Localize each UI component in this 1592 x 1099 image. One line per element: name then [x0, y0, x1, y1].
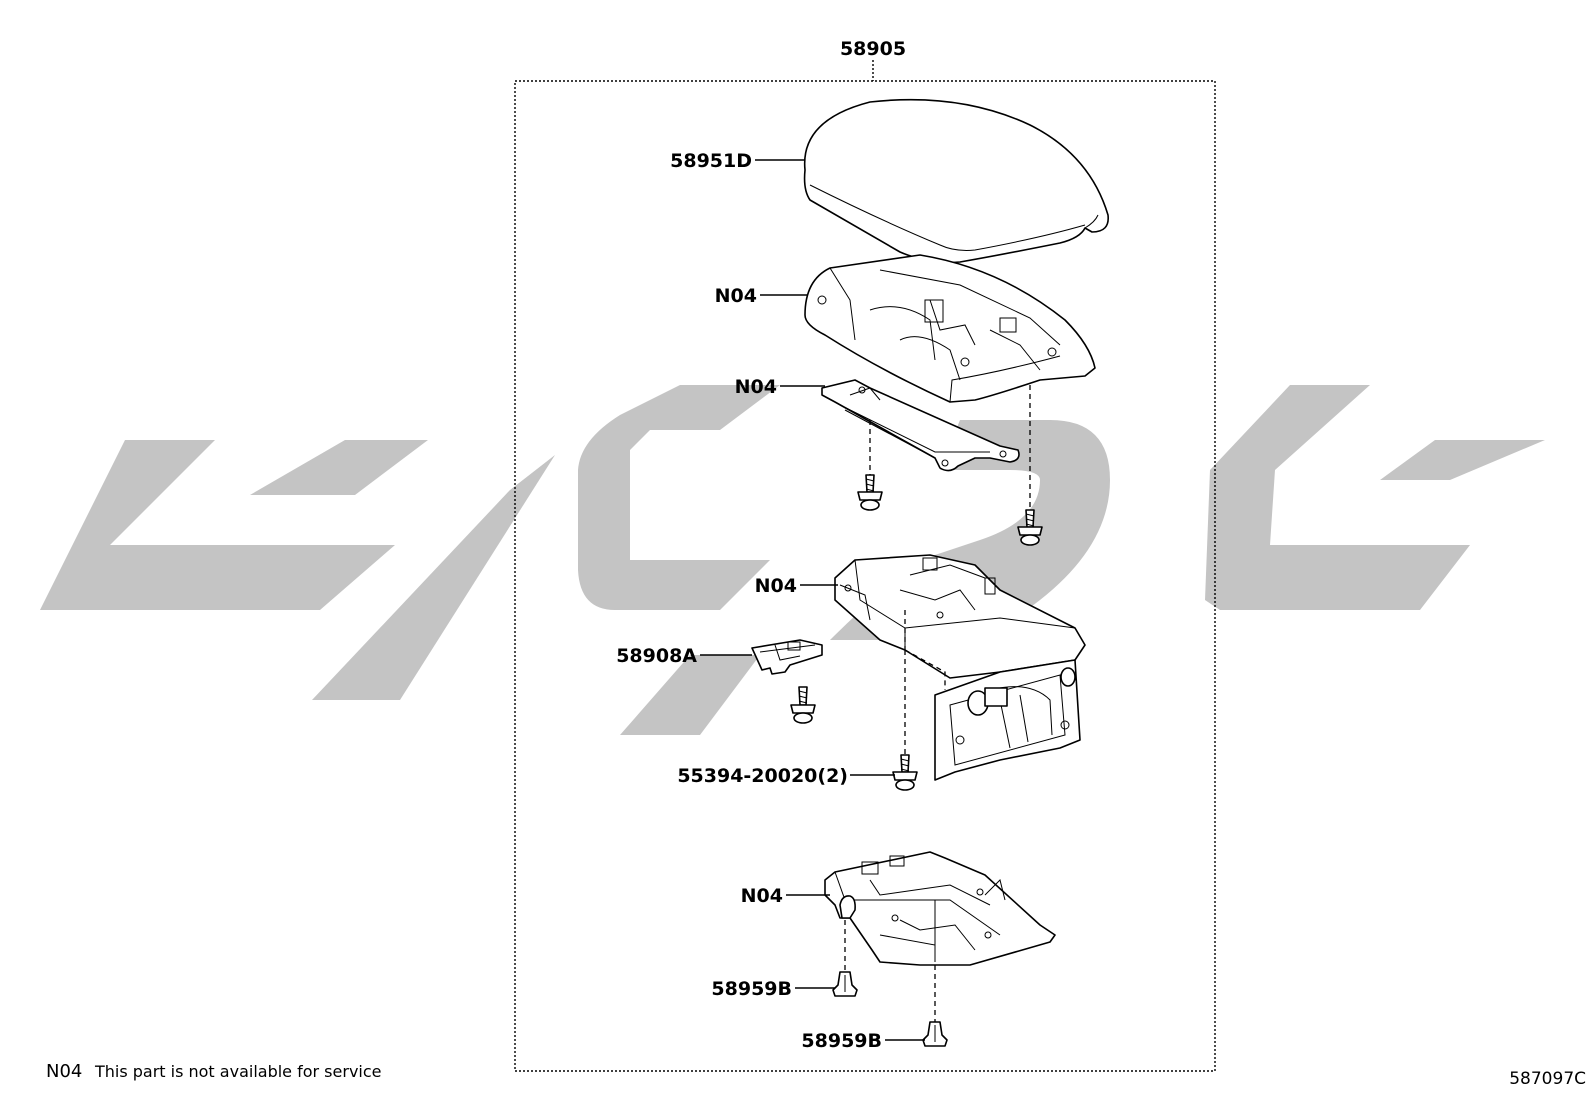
- figure-id: 587097C: [1509, 1069, 1586, 1089]
- upper-frame-label: N04: [715, 285, 757, 307]
- screw-label: 55394-20020(2): [677, 765, 848, 787]
- clip-b2-part: [922, 1021, 948, 1047]
- watermark-glyph-8: [1380, 440, 1545, 480]
- assembly-boundary: [514, 80, 1216, 1072]
- clip-b2-label: 58959B: [801, 1030, 882, 1052]
- clip-screw: [790, 686, 816, 724]
- legend-code: N04: [46, 1061, 82, 1082]
- watermark-glyph-2: [250, 440, 428, 495]
- legend-text: This part is not available for service: [94, 1062, 382, 1081]
- watermark-glyph-3: [312, 455, 555, 700]
- hinge-plate-part: [821, 379, 1020, 472]
- legend-note: N04 This part is not available for servi…: [46, 1061, 382, 1082]
- hinge-plate-label: N04: [735, 376, 777, 398]
- clip-label: 58908A: [616, 645, 697, 667]
- box-body-label: N04: [755, 575, 797, 597]
- cover-label: 58951D: [670, 150, 752, 172]
- assembly-label: 58905: [840, 38, 906, 60]
- watermark-glyph-7: [1205, 385, 1470, 610]
- clip-part: [751, 639, 823, 675]
- watermark-glyph-1: [40, 440, 395, 610]
- watermark-glyph-6: [620, 655, 760, 735]
- clip-b1-part: [832, 971, 858, 997]
- watermark-logo: [40, 385, 1545, 735]
- screw-1: [857, 474, 883, 511]
- screw-3: [892, 754, 918, 791]
- watermark-glyph-4: [578, 385, 780, 610]
- base-label: N04: [741, 885, 783, 907]
- upper-frame-part: [804, 254, 1096, 403]
- screw-2: [1017, 509, 1043, 546]
- cover-part: [803, 98, 1109, 264]
- box-body-part: [834, 554, 1086, 781]
- clip-b1-label: 58959B: [711, 978, 792, 1000]
- base-part: [824, 851, 1056, 966]
